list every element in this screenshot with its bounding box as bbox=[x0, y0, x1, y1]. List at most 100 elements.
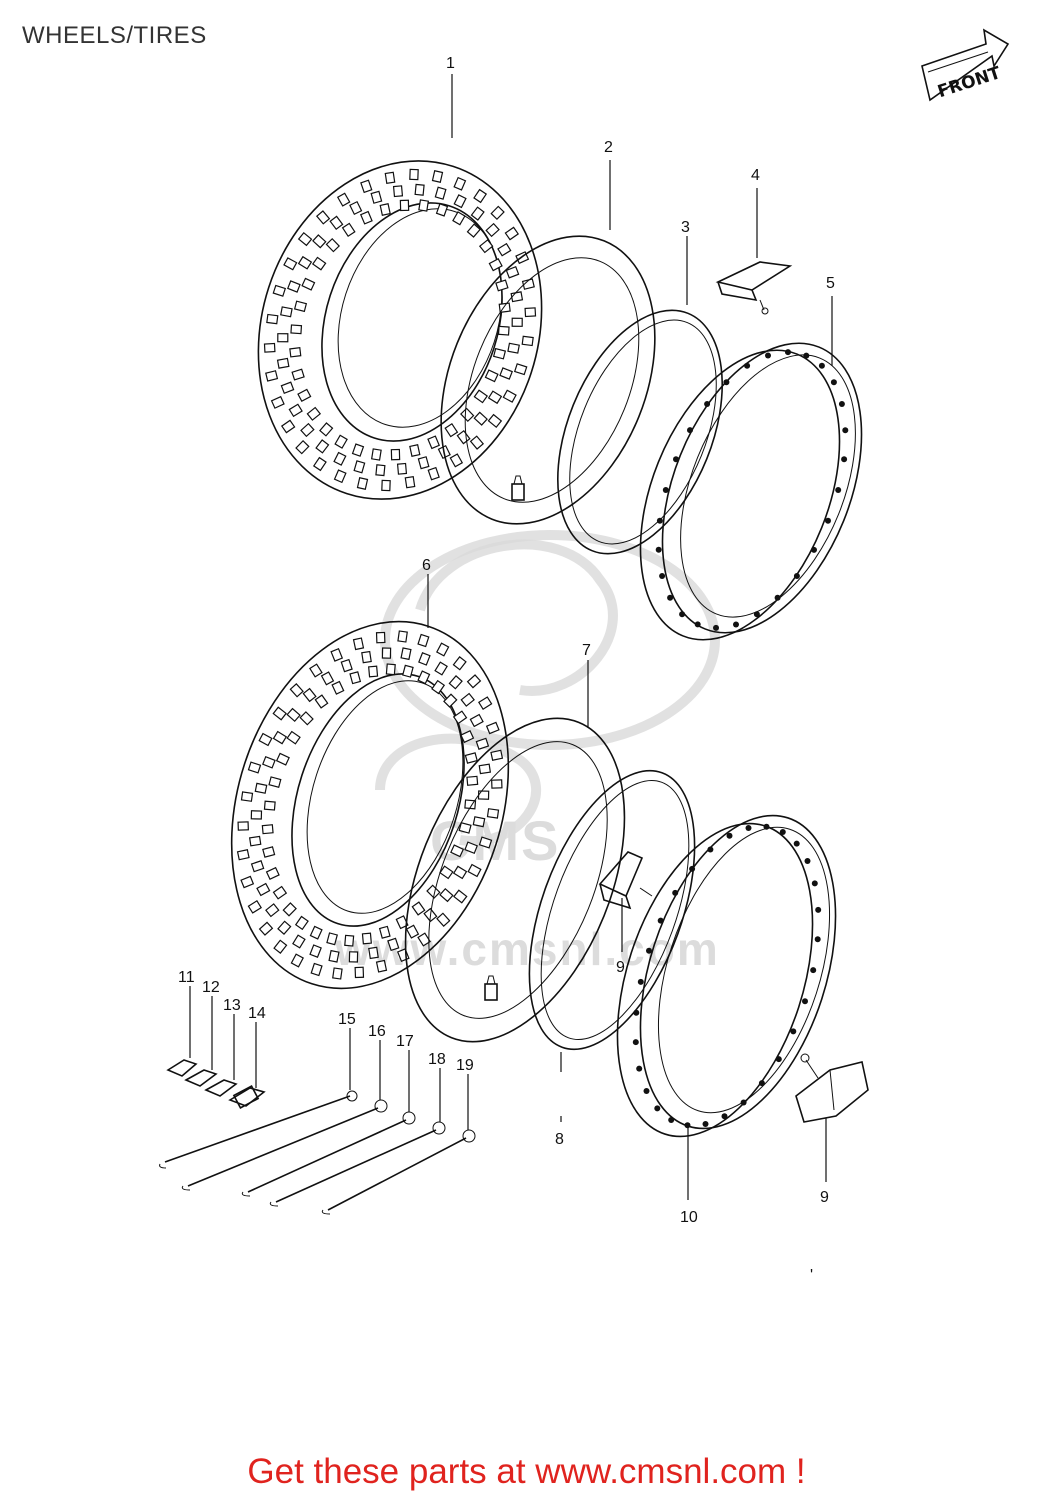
tread-block bbox=[400, 647, 412, 661]
callout-4: 4 bbox=[751, 167, 760, 184]
tread-block bbox=[427, 435, 441, 450]
tread-block bbox=[286, 730, 301, 745]
tread-block bbox=[263, 800, 276, 811]
tread-block bbox=[283, 257, 298, 271]
tread-block bbox=[326, 932, 338, 946]
tread-block bbox=[505, 266, 520, 279]
spoke-hole bbox=[802, 998, 808, 1005]
spoke-hole bbox=[841, 456, 848, 463]
tread-block bbox=[315, 439, 330, 454]
tread-block bbox=[409, 444, 421, 457]
tread-block bbox=[395, 915, 409, 930]
tread-block bbox=[390, 448, 401, 461]
spoke-hole bbox=[793, 840, 800, 847]
tread-block bbox=[458, 822, 472, 834]
tread-block bbox=[295, 439, 310, 455]
tread-block bbox=[333, 451, 347, 466]
tread-block bbox=[262, 755, 276, 769]
tread-block bbox=[472, 816, 486, 828]
spoke-hole bbox=[702, 1121, 709, 1127]
tread-block bbox=[484, 369, 499, 383]
tread-block bbox=[277, 920, 292, 935]
spoke-hole bbox=[825, 517, 831, 524]
tread-block bbox=[452, 211, 466, 226]
front-tube-icon bbox=[440, 235, 656, 525]
watermark-logo: CMS www.cmsnl.com bbox=[334, 530, 720, 975]
spoke-hole bbox=[818, 362, 825, 369]
front-badge-label: FRONT bbox=[935, 63, 1003, 102]
front-rim-band-icon bbox=[557, 309, 723, 555]
tread-block bbox=[265, 903, 280, 918]
tread-block bbox=[290, 953, 304, 968]
tread-block bbox=[384, 171, 396, 185]
tread-block bbox=[473, 188, 488, 204]
spoke-hole bbox=[633, 1009, 640, 1016]
callout-2: 2 bbox=[604, 139, 613, 156]
tread-block bbox=[370, 448, 382, 461]
tread-block bbox=[404, 475, 416, 489]
tread-block bbox=[521, 335, 534, 347]
tread-block bbox=[258, 921, 274, 936]
spoke-hole bbox=[793, 573, 800, 579]
tread-block bbox=[436, 912, 451, 927]
tread-block bbox=[370, 190, 383, 204]
tread-block bbox=[312, 456, 327, 472]
tread-block bbox=[328, 949, 340, 963]
tread-block bbox=[460, 730, 475, 744]
tread-block bbox=[487, 390, 503, 405]
tread-block bbox=[333, 469, 347, 484]
tread-block bbox=[452, 865, 468, 880]
spoke-hole bbox=[779, 829, 786, 835]
tread-block bbox=[250, 860, 265, 873]
tread-block bbox=[452, 656, 467, 671]
callout-14: 14 bbox=[248, 1005, 266, 1022]
tread-block bbox=[309, 944, 322, 958]
spoke-hole bbox=[673, 456, 679, 463]
callout-18: 18 bbox=[428, 1051, 446, 1068]
spoke-hole bbox=[723, 379, 730, 386]
tread-block bbox=[490, 205, 505, 221]
tread-block bbox=[491, 779, 503, 789]
tread-block bbox=[331, 680, 345, 695]
tread-block bbox=[418, 199, 430, 212]
tread-block bbox=[240, 791, 254, 802]
tread-block bbox=[289, 683, 304, 698]
spoke-hole bbox=[811, 880, 818, 887]
spoke-hole bbox=[713, 624, 719, 631]
tread-block bbox=[385, 663, 396, 676]
tread-block bbox=[311, 256, 327, 271]
tread-block bbox=[237, 821, 249, 831]
spoke-hole bbox=[689, 865, 696, 872]
callout-9-lower: 9 bbox=[820, 1189, 829, 1206]
tread-block bbox=[344, 934, 355, 947]
tread-block bbox=[417, 670, 431, 685]
tread-block bbox=[351, 443, 365, 457]
tread-block bbox=[266, 313, 279, 325]
tread-block bbox=[409, 168, 419, 181]
tread-block bbox=[504, 226, 520, 241]
tread-block bbox=[485, 721, 500, 735]
tread-block bbox=[349, 671, 362, 685]
tread-block bbox=[439, 865, 454, 880]
tread-block bbox=[466, 223, 481, 238]
tread-block bbox=[312, 234, 327, 249]
rear-rim-band-icon bbox=[528, 769, 696, 1051]
callout-10: 10 bbox=[680, 1209, 698, 1226]
tread-block bbox=[378, 925, 391, 939]
tread-block bbox=[356, 477, 369, 490]
tread-block bbox=[426, 884, 441, 899]
tread-block bbox=[397, 630, 408, 643]
watermark-logo-text: CMS bbox=[430, 809, 560, 872]
spoke-hole bbox=[810, 967, 817, 974]
tread-block bbox=[314, 694, 329, 709]
tread-block bbox=[456, 429, 471, 445]
tread-block bbox=[299, 711, 314, 726]
tread-block bbox=[258, 732, 273, 747]
callout-3: 3 bbox=[681, 219, 690, 236]
tread-block bbox=[301, 277, 316, 291]
tread-block bbox=[353, 460, 366, 474]
tread-block bbox=[453, 889, 468, 904]
callout-12: 12 bbox=[202, 979, 220, 996]
tread-block bbox=[280, 306, 293, 318]
footer-cta-link[interactable]: Get these parts at www.cmsnl.com ! bbox=[247, 1452, 806, 1491]
